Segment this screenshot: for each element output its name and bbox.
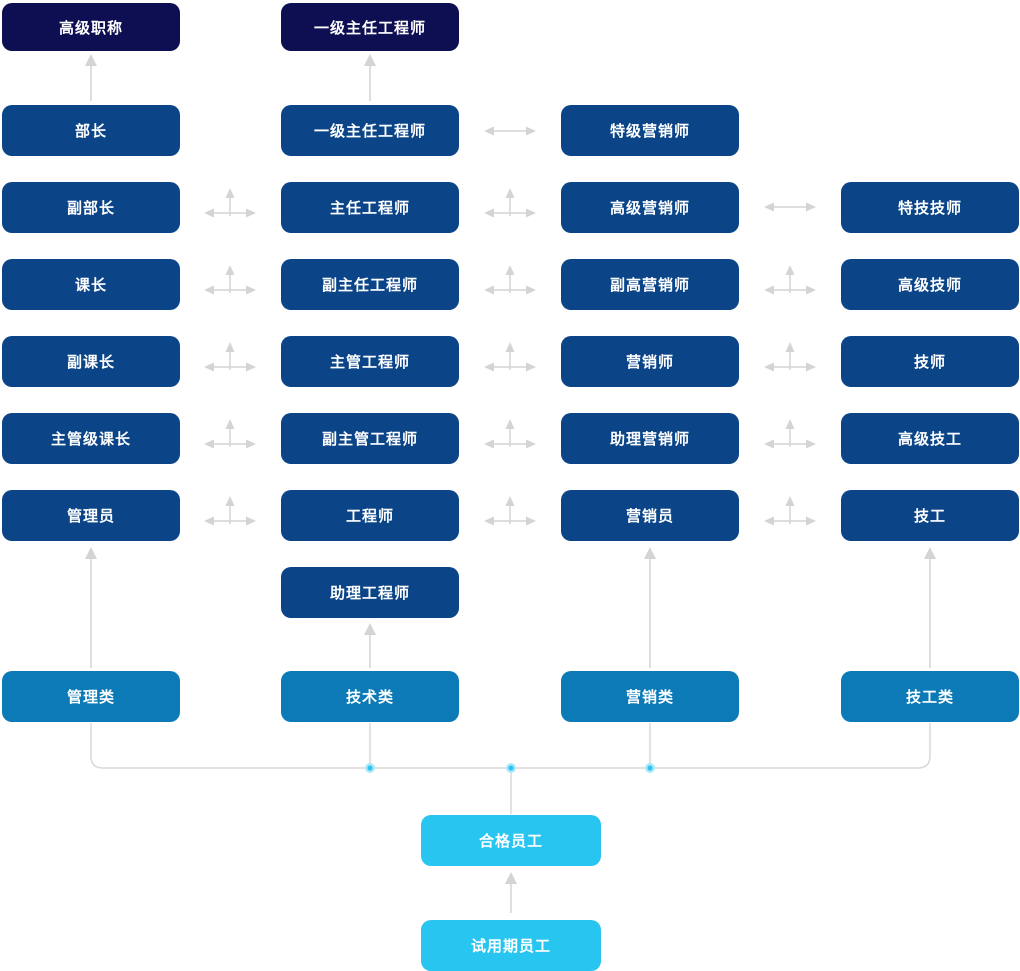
technical-role-node: 工程师 (281, 490, 459, 541)
three-way-arrow (764, 419, 816, 449)
management-role-node: 副课长 (2, 336, 180, 387)
base-node-qualified-employee: 合格员工 (421, 815, 601, 866)
two-way-arrow (764, 202, 816, 212)
marketing-role-node: 营销师 (561, 336, 739, 387)
management-role-node: 部长 (2, 105, 180, 156)
marketing-role-node: 高级营销师 (561, 182, 739, 233)
marketing-role-node: 副高营销师 (561, 259, 739, 310)
skilled-role-node: 技师 (841, 336, 1019, 387)
top-node-senior-title: 高级职称 (2, 3, 180, 51)
category-node-technical: 技术类 (281, 671, 459, 722)
category-node-marketing: 营销类 (561, 671, 739, 722)
three-way-arrow (484, 265, 536, 295)
technical-role-node: 助理工程师 (281, 567, 459, 618)
up-arrow (644, 547, 656, 668)
technical-role-node: 副主任工程师 (281, 259, 459, 310)
two-way-arrow (484, 126, 536, 136)
up-arrow (924, 547, 936, 668)
three-way-arrow (484, 496, 536, 526)
marketing-role-node: 营销员 (561, 490, 739, 541)
management-role-node: 管理员 (2, 490, 180, 541)
skilled-role-node: 高级技师 (841, 259, 1019, 310)
three-way-arrow (204, 419, 256, 449)
marketing-role-node: 助理营销师 (561, 413, 739, 464)
management-role-node: 副部长 (2, 182, 180, 233)
base-node-probation-employee: 试用期员工 (421, 920, 601, 971)
skilled-role-node: 特技技师 (841, 182, 1019, 233)
up-arrow (364, 54, 376, 101)
three-way-arrow (204, 265, 256, 295)
three-way-arrow (764, 342, 816, 372)
junction-dot (365, 763, 376, 774)
technical-role-node: 主管工程师 (281, 336, 459, 387)
three-way-arrow (484, 188, 536, 218)
three-way-arrow (204, 496, 256, 526)
three-way-arrow (484, 419, 536, 449)
three-way-arrow (764, 265, 816, 295)
junction-dot (645, 763, 656, 774)
technical-role-node: 一级主任工程师 (281, 105, 459, 156)
three-way-arrow (204, 188, 256, 218)
technical-role-node: 副主管工程师 (281, 413, 459, 464)
up-arrow (505, 872, 517, 913)
skilled-role-node: 技工 (841, 490, 1019, 541)
skilled-role-node: 高级技工 (841, 413, 1019, 464)
three-way-arrow (484, 342, 536, 372)
up-arrow (85, 54, 97, 101)
technical-role-node: 主任工程师 (281, 182, 459, 233)
management-role-node: 主管级课长 (2, 413, 180, 464)
marketing-role-node: 特级营销师 (561, 105, 739, 156)
up-arrow (85, 547, 97, 668)
up-arrow (364, 623, 376, 668)
junction-dot (506, 763, 517, 774)
management-role-node: 课长 (2, 259, 180, 310)
category-node-skilled: 技工类 (841, 671, 1019, 722)
three-way-arrow (204, 342, 256, 372)
three-way-arrow (764, 496, 816, 526)
top-node-first-class-chief-engineer: 一级主任工程师 (281, 3, 459, 51)
category-node-management: 管理类 (2, 671, 180, 722)
